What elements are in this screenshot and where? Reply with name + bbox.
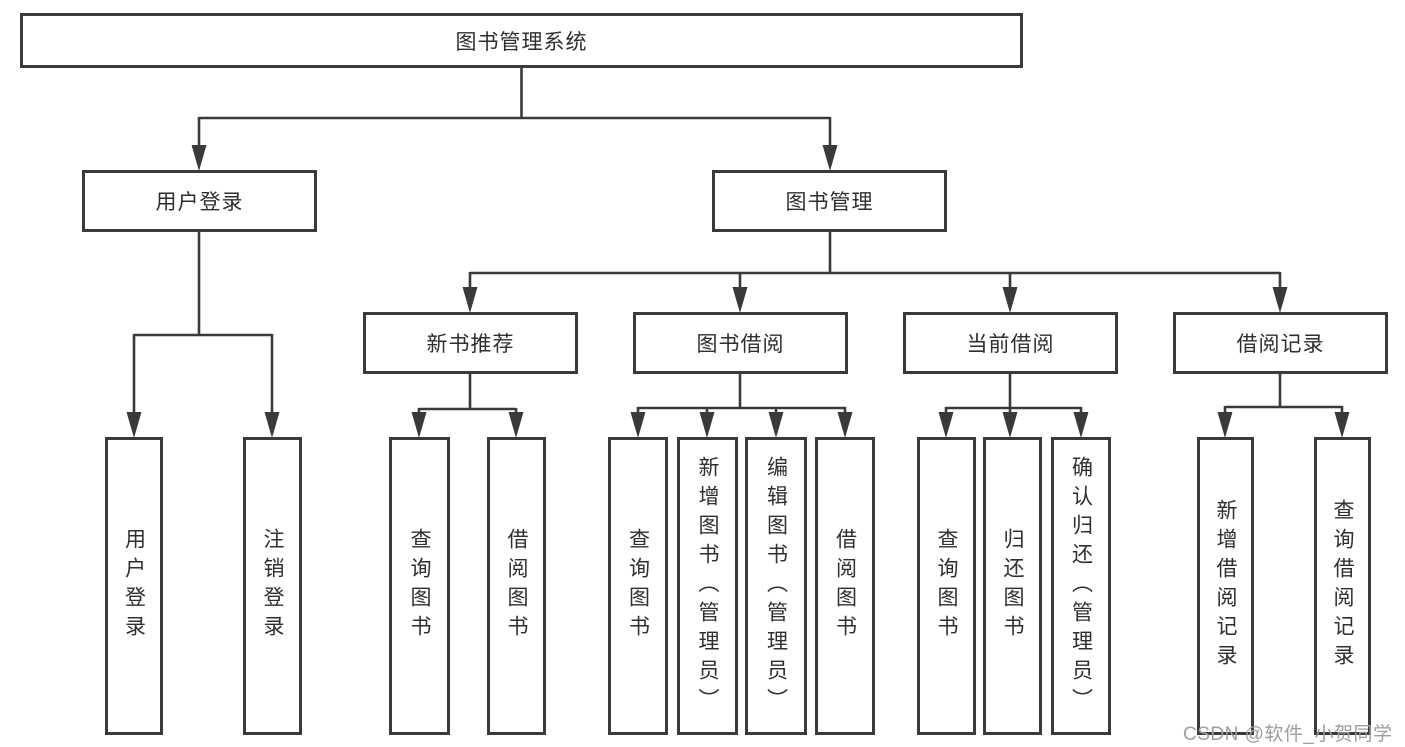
node-label: 新增借阅记录 <box>1214 499 1237 673</box>
node-label: 图书管理 <box>785 191 874 214</box>
node-label: 当前借阅 <box>966 333 1055 356</box>
node-label: 借阅记录 <box>1236 333 1325 356</box>
node-label: 用户登录 <box>155 191 244 214</box>
leaf-confirm-return-admin: 确认归还（管理员） <box>1051 437 1111 735</box>
node-label: 图书借阅 <box>696 333 785 356</box>
node-label: 注销登录 <box>261 528 284 644</box>
leaf-query-books: 查询图书 <box>608 437 668 735</box>
watermark: CSDN @软件_小贺同学 <box>1183 724 1393 745</box>
node-label: 借阅图书 <box>505 528 528 644</box>
node-label: 查询图书 <box>935 528 958 644</box>
leaf-borrow-books: 借阅图书 <box>487 437 546 735</box>
leaf-query-borrow-record: 查询借阅记录 <box>1314 437 1371 735</box>
node-user-login: 用户登录 <box>82 170 317 232</box>
leaf-add-book-admin: 新增图书（管理员） <box>677 437 738 735</box>
node-label: 用户登录 <box>122 528 146 644</box>
node-label: 归还图书 <box>1001 528 1024 644</box>
node-label: 确认归还（管理员） <box>1069 455 1093 717</box>
node-label: 查询图书 <box>626 528 650 644</box>
node-borrowing-records: 借阅记录 <box>1173 312 1388 374</box>
node-label: 查询图书 <box>408 528 431 644</box>
leaf-edit-book-admin: 编辑图书（管理员） <box>745 437 807 735</box>
leaf-query-books: 查询图书 <box>917 437 976 735</box>
node-label: 编辑图书（管理员） <box>764 455 788 717</box>
arrowheads <box>126 145 1350 438</box>
node-book-management: 图书管理 <box>712 170 947 232</box>
leaf-logout: 注销登录 <box>243 437 302 735</box>
node-label: 新增图书（管理员） <box>696 455 719 717</box>
leaf-add-borrow-record: 新增借阅记录 <box>1197 437 1254 735</box>
leaf-return-books: 归还图书 <box>983 437 1042 735</box>
node-label: 新书推荐 <box>426 333 515 356</box>
node-book-borrowing: 图书借阅 <box>633 312 848 374</box>
leaf-user-login: 用户登录 <box>105 437 163 735</box>
node-current-borrowing: 当前借阅 <box>903 312 1118 374</box>
node-new-book-recommendation: 新书推荐 <box>363 312 578 374</box>
node-label: 图书管理系统 <box>455 30 588 54</box>
node-library-management-system: 图书管理系统 <box>20 13 1023 68</box>
node-label: 查询借阅记录 <box>1331 499 1354 673</box>
node-label: 借阅图书 <box>833 528 857 644</box>
leaf-borrow-books: 借阅图书 <box>815 437 875 735</box>
leaf-query-books: 查询图书 <box>389 437 450 735</box>
